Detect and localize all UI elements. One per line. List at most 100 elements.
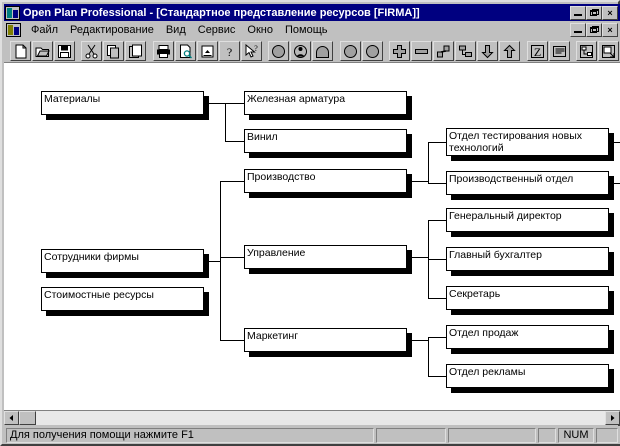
node-glavnyy-buhgalter[interactable]: Главный бухгалтер	[446, 247, 614, 276]
edge-to-proizvodstvo	[220, 181, 244, 182]
help-question-icon[interactable]: ?	[218, 40, 240, 61]
restore-button[interactable]	[586, 5, 602, 20]
node-box	[446, 325, 609, 349]
edge-marketing-out	[408, 340, 428, 341]
horizontal-scrollbar[interactable]	[4, 410, 620, 425]
node-sekretar[interactable]: Секретарь	[446, 286, 614, 315]
edge-sotrudniki-out	[205, 261, 220, 262]
node-materialy[interactable]: Материалы	[41, 91, 209, 120]
paste-icon[interactable]	[125, 40, 146, 61]
menu-item-service[interactable]: Сервис	[197, 24, 236, 36]
node-proizvodstvennyy-otdel[interactable]: Производственный отдел	[446, 171, 614, 200]
menu-item-view[interactable]: Вид	[165, 24, 186, 36]
layout-tree-icon[interactable]	[576, 40, 597, 61]
edge-proizvodstvo-out	[408, 181, 428, 182]
zoom-letter-icon[interactable]: Z	[526, 40, 548, 61]
link-icon[interactable]	[433, 40, 454, 61]
print-icon[interactable]	[152, 40, 174, 61]
menu-bar: Файл Редактирование Вид Сервис Окно Помо…	[4, 21, 620, 39]
node-otdel-testirovaniya[interactable]: Отдел тестирования новых технологий	[446, 128, 614, 161]
svg-text:Z: Z	[533, 45, 540, 59]
page-glyph	[11, 42, 30, 60]
edge-to-otdel-test	[428, 142, 446, 143]
node-label: Отдел тестирования новых технологий	[449, 130, 583, 154]
edge-to-gen-direktor	[428, 220, 446, 221]
minimize-button[interactable]	[570, 5, 586, 20]
steps-glyph	[456, 42, 475, 60]
open-folder-icon[interactable]	[31, 40, 53, 61]
dome-glyph	[313, 42, 332, 60]
save-disk-icon[interactable]	[53, 40, 75, 61]
node-sotrudniki-firmy[interactable]: Сотрудники фирмы	[41, 249, 209, 278]
edge-bus-materialy	[225, 103, 226, 141]
resource-person-icon[interactable]	[290, 40, 311, 61]
edge-upravlenie-out	[408, 257, 428, 258]
sort-icon[interactable]	[196, 40, 218, 61]
node-label: Секретарь	[449, 288, 501, 300]
title-bar[interactable]: Open Plan Professional - [Стандартное пр…	[4, 4, 620, 21]
scroll-left-arrow-icon[interactable]	[4, 411, 19, 425]
paste-glyph	[126, 42, 145, 60]
add-plus-icon[interactable]	[389, 40, 410, 61]
circle-glyph-2	[341, 42, 360, 60]
node-box	[41, 249, 204, 273]
node-label: Главный бухгалтер	[449, 249, 542, 261]
menu-item-window[interactable]: Окно	[247, 24, 273, 36]
node-box	[244, 169, 407, 193]
cut-scissors-icon[interactable]	[81, 40, 102, 61]
scrollbar-thumb[interactable]	[19, 411, 36, 425]
edge-bus-marketing	[428, 337, 429, 376]
move-up-icon[interactable]	[499, 40, 520, 61]
svg-text:?: ?	[254, 44, 258, 53]
move-down-icon[interactable]	[477, 40, 498, 61]
node-zheleznaya-armatura[interactable]: Железная арматура	[244, 91, 412, 120]
status-panel-3	[448, 427, 536, 443]
edge-to-sekretar	[428, 298, 446, 299]
print-preview-icon[interactable]	[174, 40, 196, 61]
node-marketing[interactable]: Маркетинг	[244, 328, 412, 357]
circle-person-glyph	[291, 42, 310, 60]
report-icon[interactable]	[548, 40, 570, 61]
toolbar: ? ?	[4, 39, 620, 63]
context-help-icon[interactable]: ?	[240, 40, 262, 61]
resource-circle-icon[interactable]	[268, 40, 289, 61]
fullscreen-icon[interactable]	[598, 40, 619, 61]
new-file-icon[interactable]	[9, 40, 31, 61]
status-num-indicator: NUM	[558, 427, 594, 443]
edge-to-upravlenie	[220, 257, 244, 258]
preview-glyph	[176, 42, 195, 60]
mdi-minimize-button[interactable]	[570, 23, 586, 37]
node-box	[446, 286, 609, 310]
node-otdel-prodazh[interactable]: Отдел продаж	[446, 325, 614, 354]
diagram-canvas[interactable]: Материалы Сотрудники фирмы Стоимостные р…	[4, 62, 620, 411]
node-box	[446, 208, 609, 232]
copy-icon[interactable]	[103, 40, 124, 61]
node-otdel-reklamy[interactable]: Отдел рекламы	[446, 364, 614, 393]
window-controls: ×	[570, 5, 618, 20]
close-button[interactable]: ×	[602, 5, 618, 20]
scroll-right-arrow-icon[interactable]	[605, 411, 620, 425]
resource-circle-3-icon[interactable]	[361, 40, 383, 61]
node-box	[244, 328, 407, 352]
mdi-close-button[interactable]: ×	[602, 23, 618, 37]
remove-minus-icon[interactable]	[411, 40, 432, 61]
node-proizvodstvo[interactable]: Производство	[244, 169, 412, 198]
menu-item-file[interactable]: Файл	[31, 24, 59, 36]
node-vinil[interactable]: Винил	[244, 129, 412, 158]
document-system-icon[interactable]	[6, 23, 21, 37]
node-label: Материалы	[44, 93, 101, 105]
structure-icon[interactable]	[455, 40, 476, 61]
node-label: Генеральный директор	[449, 210, 562, 222]
scrollbar-track[interactable]	[19, 411, 605, 425]
menu-item-help[interactable]: Помощь	[284, 24, 328, 36]
node-generalnyy-direktor[interactable]: Генеральный директор	[446, 208, 614, 237]
mdi-restore-button[interactable]	[586, 23, 602, 37]
node-upravlenie[interactable]: Управление	[244, 245, 412, 274]
menu-item-edit[interactable]: Редактирование	[70, 24, 154, 36]
open-plan-icon[interactable]	[5, 5, 20, 20]
node-label: Отдел рекламы	[449, 366, 526, 378]
resource-circle-2-icon[interactable]	[339, 40, 361, 61]
edge-to-proizv-otdel	[428, 183, 446, 184]
node-stoimostnye-resursy[interactable]: Стоимостные ресурсы	[41, 287, 209, 316]
resource-shape-icon[interactable]	[312, 40, 333, 61]
